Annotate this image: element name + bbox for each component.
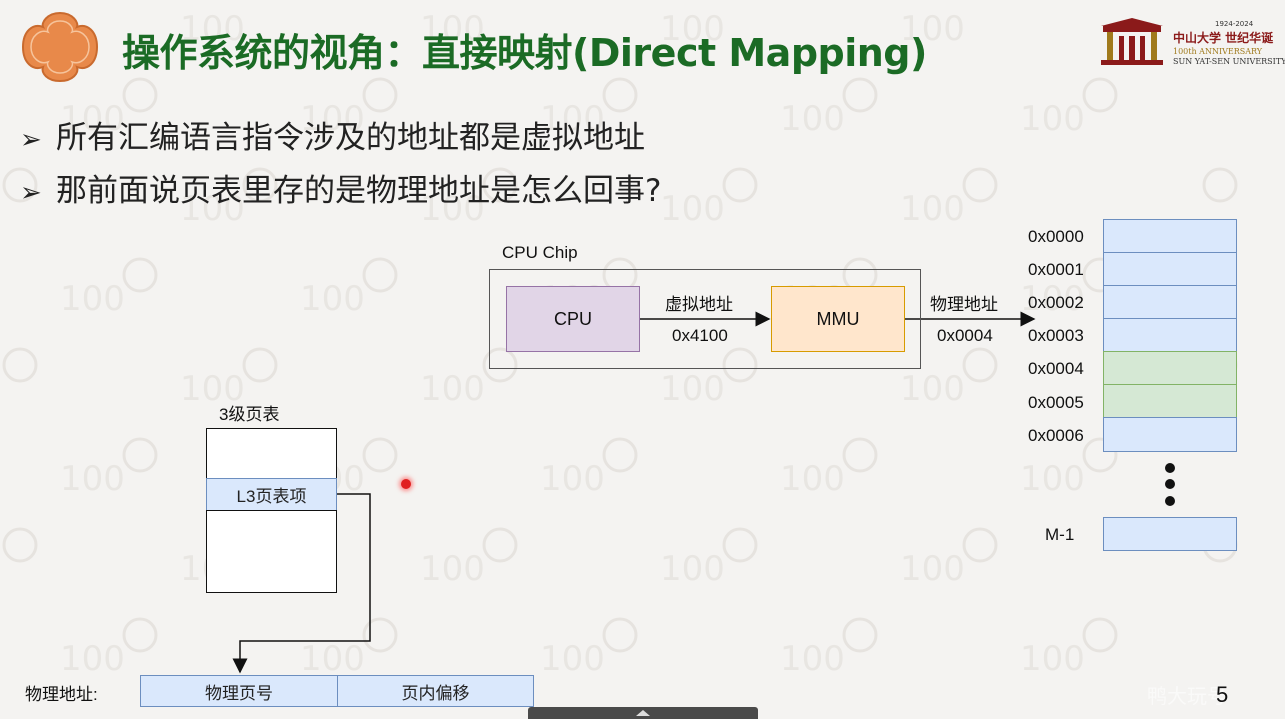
svg-text:100: 100 (180, 189, 245, 229)
bullet-text-1: 所有汇编语言指令涉及的地址都是虚拟地址 (56, 120, 645, 156)
svg-text:100: 100 (420, 549, 485, 589)
memory-address-label: 0x0001 (1028, 260, 1084, 279)
memory-cell (1103, 318, 1237, 352)
svg-text:100: 100 (60, 279, 125, 319)
svg-text:100: 100 (1020, 459, 1085, 499)
memory-address-label: 0x0005 (1028, 393, 1084, 412)
svg-text:100: 100 (900, 549, 965, 589)
memory-last-label: M-1 (1045, 525, 1075, 544)
bullet-item-1: ➢ 所有汇编语言指令涉及的地址都是虚拟地址 (20, 112, 645, 157)
svg-text:100: 100 (900, 9, 965, 49)
logo-years: 1924-2024 (1215, 20, 1254, 28)
svg-text:100: 100 (900, 189, 965, 229)
slide-title: 操作系统的视角：直接映射(Direct Mapping) (122, 31, 927, 75)
memory-address-label: 0x0000 (1028, 227, 1084, 246)
svg-text:100: 100 (780, 99, 845, 139)
svg-text:100: 100 (660, 369, 725, 409)
svg-text:100: 100 (420, 9, 485, 49)
svg-text:100: 100 (420, 369, 485, 409)
bullet-text-2: 那前面说页表里存的是物理地址是怎么回事? (56, 173, 662, 209)
page-offset-cell: 页内偏移 (337, 675, 534, 707)
svg-text:100: 100 (540, 639, 605, 679)
memory-cell-highlighted (1103, 351, 1237, 385)
cpu-box: CPU (506, 286, 640, 352)
cpu-chip-label: CPU Chip (502, 243, 578, 262)
svg-text:100: 100 (780, 639, 845, 679)
expand-caret-icon[interactable] (636, 710, 650, 716)
svg-text:100: 100 (660, 9, 725, 49)
svg-text:100: 100 (180, 9, 245, 49)
svg-text:100: 100 (540, 99, 605, 139)
logo-anniversary-text: 100th ANNIVERSARY (1173, 47, 1263, 56)
laser-pointer (401, 479, 411, 489)
ellipsis-dot (1165, 479, 1175, 489)
svg-text:100: 100 (300, 279, 365, 319)
page-table-lower (206, 510, 337, 593)
memory-cell (1103, 219, 1237, 253)
presentation-control-bar[interactable] (528, 707, 758, 719)
cpu-chip-box (489, 269, 921, 369)
svg-text:100: 100 (420, 189, 485, 229)
memory-address-label: 0x0003 (1028, 326, 1084, 345)
svg-text:100: 100 (300, 99, 365, 139)
page-number: 5 (1216, 682, 1229, 707)
physical-addr-value: 0x0004 (937, 326, 993, 345)
svg-text:100: 100 (300, 639, 365, 679)
svg-text:100: 100 (900, 369, 965, 409)
memory-cell-last (1103, 517, 1237, 551)
anniversary-logo: 1924-2024 中山大学 世纪华诞 100th ANNIVERSARY SU… (1099, 16, 1285, 72)
ellipsis-dot (1165, 496, 1175, 506)
page-table-upper (206, 428, 337, 479)
svg-text:100: 100 (180, 369, 245, 409)
logo-university-text: SUN YAT-SEN UNIVERSITY (1173, 57, 1285, 66)
svg-text:100: 100 (660, 549, 725, 589)
svg-text:100: 100 (60, 639, 125, 679)
svg-text:100: 100 (540, 459, 605, 499)
university-emblem-logo (21, 11, 99, 83)
mmu-box: MMU (771, 286, 905, 352)
memory-cell-highlighted (1103, 384, 1237, 418)
memory-cell (1103, 252, 1237, 286)
svg-text:100: 100 (1020, 99, 1085, 139)
physical-addr-label: 物理地址 (930, 295, 998, 314)
gate-icon (1101, 18, 1163, 65)
memory-cell (1103, 417, 1237, 452)
svg-text:100: 100 (60, 459, 125, 499)
bullet-item-2: ➢ 那前面说页表里存的是物理地址是怎么回事? (20, 165, 661, 210)
svg-text:100: 100 (60, 99, 125, 139)
memory-address-label: 0x0004 (1028, 359, 1084, 378)
virtual-addr-value: 0x4100 (672, 326, 728, 345)
svg-text:100: 100 (780, 459, 845, 499)
phys-page-number-cell: 物理页号 (140, 675, 338, 707)
video-watermark-text: 鸭大玩号 (1147, 686, 1227, 708)
page-table-entry: L3页表项 (206, 478, 337, 511)
logo-chinese-text: 中山大学 世纪华诞 (1173, 31, 1274, 45)
memory-address-label: 0x0006 (1028, 426, 1084, 445)
svg-text:100: 100 (660, 189, 725, 229)
memory-cell (1103, 285, 1237, 319)
page-table-title: 3级页表 (219, 405, 280, 424)
virtual-addr-label: 虚拟地址 (665, 295, 733, 314)
bullet-arrow-icon: ➢ (20, 178, 42, 208)
phys-addr-prefix: 物理地址: (25, 685, 98, 704)
svg-text:100: 100 (1020, 639, 1085, 679)
bullet-arrow-icon: ➢ (20, 125, 42, 155)
memory-address-label: 0x0002 (1028, 293, 1084, 312)
ellipsis-dot (1165, 463, 1175, 473)
